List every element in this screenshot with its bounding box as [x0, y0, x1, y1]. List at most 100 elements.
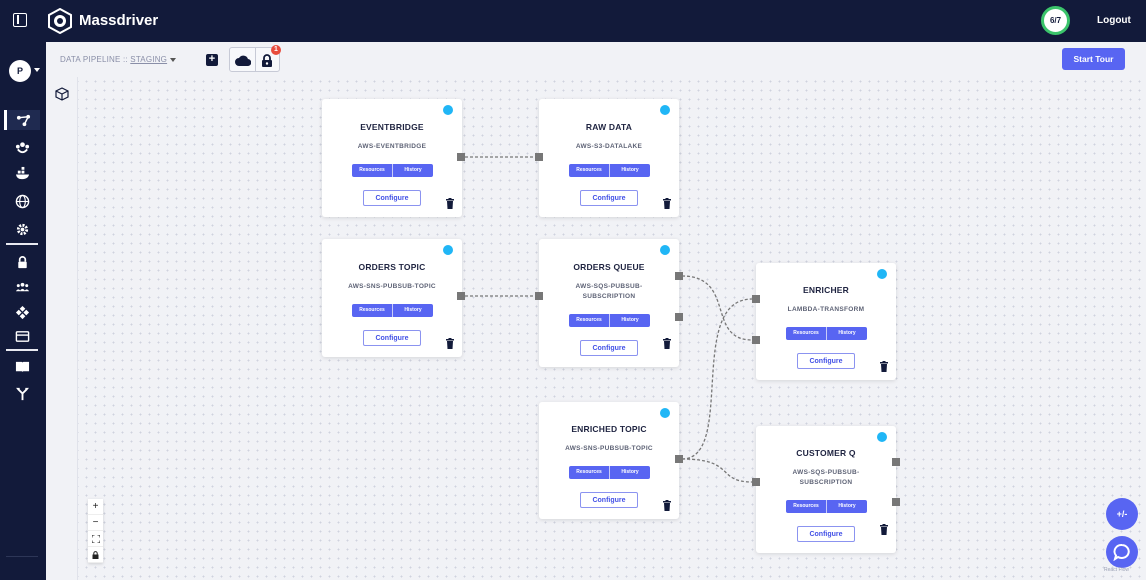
node-title: RAW DATA	[585, 122, 633, 132]
add-bundle-button[interactable]: +	[206, 54, 218, 66]
configure-button[interactable]: Configure	[363, 330, 421, 346]
resources-tab[interactable]: Resources	[359, 167, 385, 173]
history-tab[interactable]: History	[826, 500, 867, 513]
node-title: ENRICHER	[803, 285, 849, 295]
history-tab[interactable]: History	[392, 304, 433, 317]
input-handle[interactable]	[752, 478, 760, 486]
configure-button[interactable]: Configure	[363, 190, 421, 206]
resources-tab[interactable]: Resources	[576, 167, 602, 173]
node-tabs: Resources History	[352, 304, 433, 317]
trash-icon[interactable]	[880, 361, 888, 372]
onboarding-progress[interactable]: 6/7	[1041, 6, 1070, 35]
react-flow-attribution[interactable]: React Flow	[1104, 567, 1130, 573]
configure-button[interactable]: Configure	[580, 340, 638, 356]
docker-icon[interactable]	[4, 163, 40, 183]
massdriver-logo-icon[interactable]	[47, 8, 73, 34]
resources-tab[interactable]: Resources	[576, 469, 602, 475]
pipeline-canvas[interactable]: EVENTBRIDGE AWS-EVENTBRIDGE Resources Hi…	[46, 77, 1146, 580]
subheader: DATA PIPELINE :: STAGING + 1 Start Tour	[46, 42, 1146, 77]
output-handle[interactable]	[457, 153, 465, 161]
connection-line	[681, 458, 753, 483]
node-subtitle: AWS-SQS-PUBSUB-SUBSCRIPTION	[575, 283, 643, 300]
configure-button[interactable]: Configure	[580, 190, 638, 206]
fleet-icon[interactable]	[4, 137, 40, 157]
input-handle[interactable]	[535, 292, 543, 300]
output-handle[interactable]	[457, 292, 465, 300]
trash-icon[interactable]	[663, 198, 671, 209]
status-dot	[443, 245, 453, 255]
output-handle[interactable]	[675, 313, 683, 321]
gear-icon[interactable]	[4, 219, 40, 239]
cloud-icon[interactable]	[235, 55, 251, 66]
node-tabs: Resources History	[786, 500, 867, 513]
connect-fab-button[interactable]: +/-	[1106, 498, 1138, 530]
start-tour-button[interactable]: Start Tour	[1062, 48, 1125, 70]
sidebar-toggle-icon[interactable]	[13, 13, 27, 27]
output-handle[interactable]	[675, 455, 683, 463]
bundle-node[interactable]: ORDERS QUEUE AWS-SQS-PUBSUB-SUBSCRIPTION…	[539, 239, 679, 367]
chevron-down-icon[interactable]	[170, 57, 177, 62]
breadcrumb-project[interactable]: DATA PIPELINE	[60, 55, 121, 64]
logout-link[interactable]: Logout	[1097, 15, 1131, 26]
node-title: CUSTOMER Q	[796, 448, 856, 458]
team-icon[interactable]	[4, 277, 40, 297]
fit-view-icon[interactable]	[88, 531, 103, 547]
output-handle[interactable]	[675, 272, 683, 280]
node-subtitle: LAMBDA-TRANSFORM	[787, 306, 865, 313]
trash-icon[interactable]	[880, 524, 888, 535]
input-handle[interactable]	[752, 336, 760, 344]
lock-icon[interactable]	[261, 54, 273, 67]
bundle-node[interactable]: ENRICHER LAMBDA-TRANSFORM Resources Hist…	[756, 263, 896, 380]
environment-selector[interactable]: STAGING	[130, 55, 168, 64]
input-handle[interactable]	[752, 295, 760, 303]
trash-icon[interactable]	[446, 198, 454, 209]
configure-button[interactable]: Configure	[797, 353, 855, 369]
bundle-node[interactable]: ENRICHED TOPIC AWS-SNS-PUBSUB-TOPIC Reso…	[539, 402, 679, 519]
lock-icon[interactable]	[4, 252, 40, 272]
pipeline-icon[interactable]	[4, 110, 40, 130]
network-icon[interactable]	[4, 302, 40, 322]
trash-icon[interactable]	[663, 338, 671, 349]
node-tabs: Resources History	[569, 164, 650, 177]
node-title: EVENTBRIDGE	[360, 122, 424, 132]
cube-icon[interactable]	[55, 87, 69, 101]
history-tab[interactable]: History	[826, 327, 867, 340]
history-tab[interactable]: History	[392, 164, 433, 177]
alert-count-badge: 1	[271, 45, 281, 55]
trash-icon[interactable]	[663, 500, 671, 511]
configure-button[interactable]: Configure	[797, 526, 855, 542]
history-tab[interactable]: History	[609, 466, 650, 479]
resources-tab[interactable]: Resources	[793, 330, 819, 336]
card-icon[interactable]	[4, 326, 40, 346]
chat-support-button[interactable]	[1106, 536, 1138, 568]
input-handle[interactable]	[535, 153, 543, 161]
history-tab[interactable]: History	[609, 164, 650, 177]
resources-tab[interactable]: Resources	[359, 307, 385, 313]
bundle-node[interactable]: ORDERS TOPIC AWS-SNS-PUBSUB-TOPIC Resour…	[322, 239, 462, 357]
status-dot	[877, 432, 887, 442]
output-handle[interactable]	[892, 458, 900, 466]
globe-icon[interactable]	[4, 191, 40, 211]
lock-icon[interactable]	[88, 547, 103, 563]
bundle-node[interactable]: RAW DATA AWS-S3-DATALAKE Resources Histo…	[539, 99, 679, 217]
trash-icon[interactable]	[446, 338, 454, 349]
configure-button[interactable]: Configure	[580, 492, 638, 508]
chat-bubble-icon	[1113, 544, 1130, 561]
bundle-node[interactable]: EVENTBRIDGE AWS-EVENTBRIDGE Resources Hi…	[322, 99, 462, 217]
canvas-toolbar	[46, 77, 78, 580]
avatar[interactable]: P	[9, 60, 31, 82]
status-dot	[660, 105, 670, 115]
breadcrumb: DATA PIPELINE :: STAGING	[60, 55, 177, 64]
output-handle[interactable]	[892, 498, 900, 506]
resources-tab[interactable]: Resources	[576, 317, 602, 323]
brand-name[interactable]: Massdriver	[79, 12, 159, 29]
bundle-node[interactable]: CUSTOMER Q AWS-SQS-PUBSUB-SUBSCRIPTION R…	[756, 426, 896, 553]
zoom-in-button[interactable]: +	[88, 499, 103, 515]
history-tab[interactable]: History	[609, 314, 650, 327]
branch-icon[interactable]	[4, 383, 40, 403]
docs-icon[interactable]	[4, 356, 40, 376]
resources-tab[interactable]: Resources	[793, 503, 819, 509]
chevron-down-icon[interactable]	[34, 68, 40, 72]
zoom-out-button[interactable]: −	[88, 515, 103, 531]
status-dot	[660, 408, 670, 418]
